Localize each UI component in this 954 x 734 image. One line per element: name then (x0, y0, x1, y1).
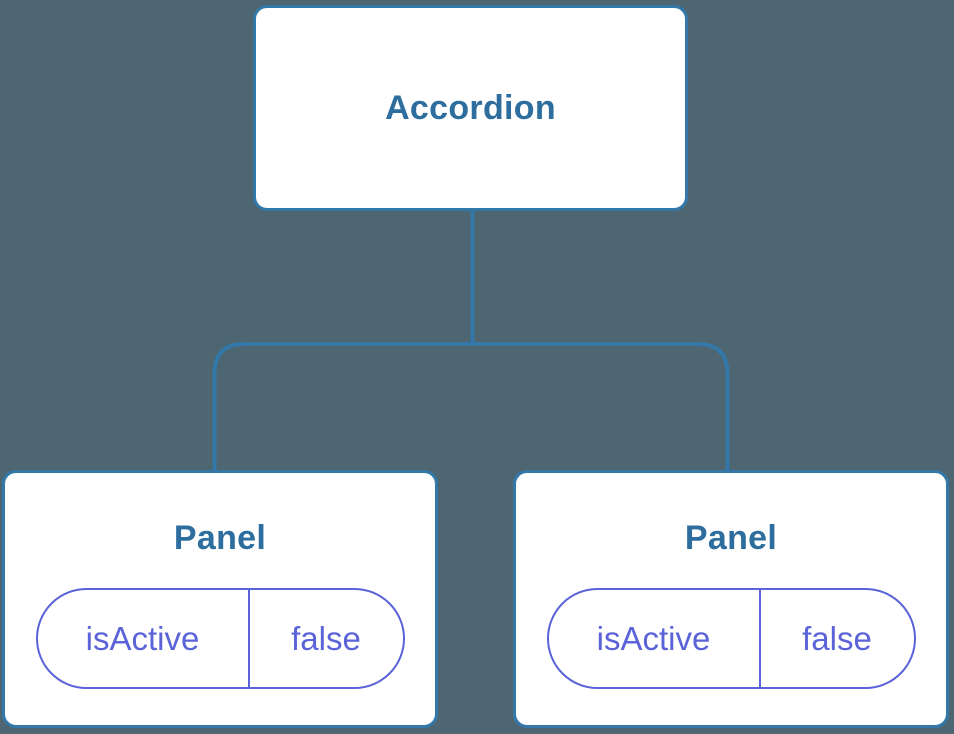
state-name-cell: isActive (38, 590, 250, 687)
panel-node-right: Panel isActive false (513, 470, 949, 728)
state-name-cell: isActive (549, 590, 761, 687)
accordion-node-label: Accordion (385, 88, 556, 127)
state-pill: isActive false (35, 588, 405, 689)
state-pill: isActive false (546, 588, 916, 689)
connector-branch (212, 342, 730, 470)
panel-node-left: Panel isActive false (2, 470, 438, 728)
accordion-node: Accordion (253, 5, 688, 211)
panel-node-label: Panel (684, 519, 778, 557)
state-value-cell: false (802, 619, 872, 657)
state-value-cell: false (291, 619, 361, 657)
panel-node-label: Panel (173, 519, 267, 557)
